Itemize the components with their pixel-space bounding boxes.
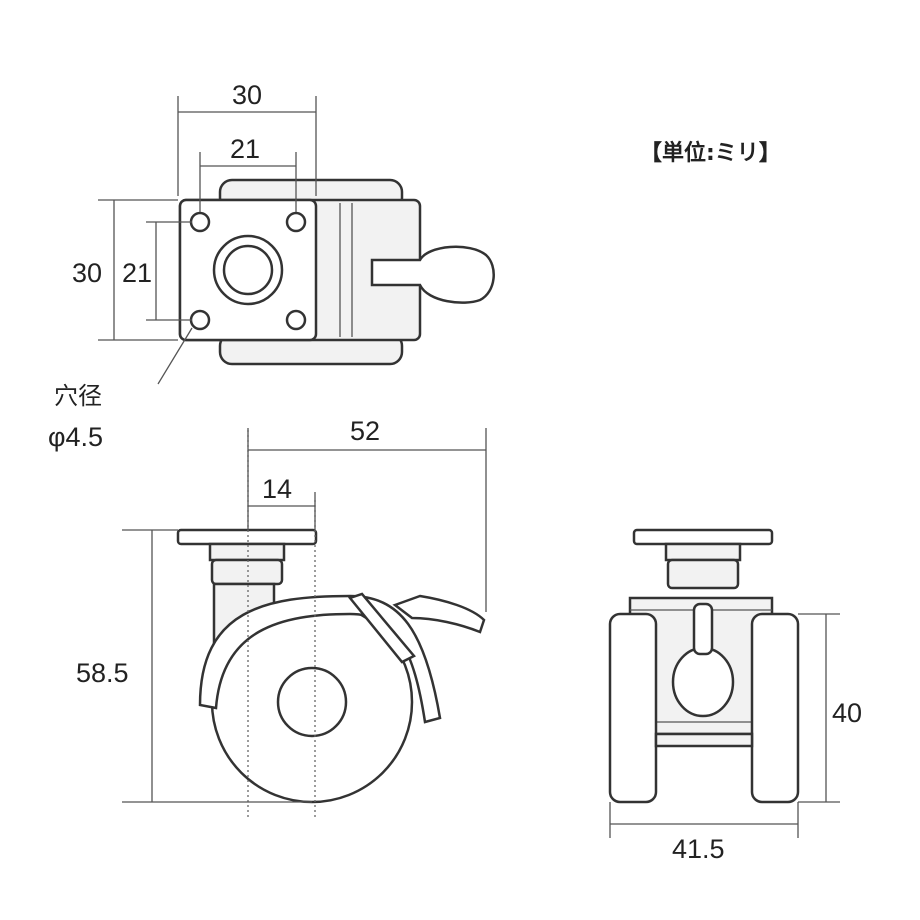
front-wheel-left bbox=[608, 612, 658, 804]
front-swivel-lower bbox=[666, 558, 740, 590]
front-lock-knob bbox=[671, 646, 735, 718]
side-swivel-upper bbox=[208, 542, 286, 562]
bolt-hole-br bbox=[285, 309, 307, 331]
dim-top-height-holes: 21 bbox=[122, 258, 152, 288]
side-view: 52 14 58.5 bbox=[76, 416, 487, 820]
dim-side-reach: 52 bbox=[350, 416, 380, 446]
side-swivel-lower bbox=[210, 558, 284, 586]
bolt-hole-tl bbox=[189, 211, 211, 233]
dim-top-height-outer: 30 bbox=[72, 258, 102, 288]
unit-label: 【単位:ミリ】 bbox=[640, 140, 781, 166]
top-brake-lever bbox=[370, 245, 495, 304]
front-axle-block bbox=[654, 732, 754, 748]
front-mounting-plate bbox=[632, 528, 774, 546]
front-lock-slot bbox=[692, 602, 714, 656]
side-wheel-hub bbox=[276, 666, 348, 738]
top-view: 30 21 30 21 穴径 φ4.5 bbox=[48, 80, 495, 452]
dim-top-width-outer: 30 bbox=[232, 80, 262, 110]
hole-leader-line bbox=[157, 327, 193, 385]
front-swivel-upper bbox=[664, 542, 742, 562]
side-mounting-plate bbox=[176, 528, 318, 546]
side-brake-lever bbox=[392, 594, 486, 634]
hole-note-label: 穴径 bbox=[54, 382, 102, 410]
side-brake-arm bbox=[347, 592, 416, 664]
dim-side-offset: 14 bbox=[262, 474, 292, 504]
dim-top-width-holes: 21 bbox=[230, 134, 260, 164]
dim-front-width: 41.5 bbox=[672, 834, 725, 864]
side-hood bbox=[198, 594, 442, 724]
bolt-hole-bl bbox=[189, 309, 211, 331]
hole-note-diameter: φ4.5 bbox=[48, 422, 103, 452]
top-center-boss-inner bbox=[222, 244, 274, 296]
dim-side-height: 58.5 bbox=[76, 658, 129, 688]
front-view: 40 41.5 bbox=[608, 528, 862, 864]
bolt-hole-tr bbox=[285, 211, 307, 233]
front-wheel-right bbox=[750, 612, 800, 804]
dim-front-height: 40 bbox=[832, 698, 862, 728]
